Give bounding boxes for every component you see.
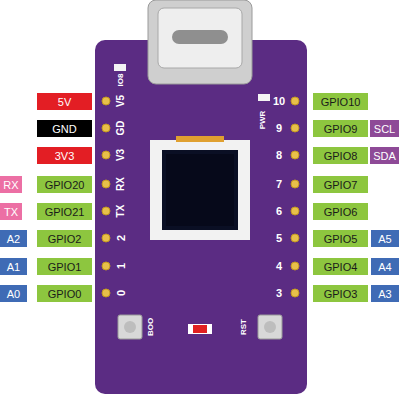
led-body: [188, 324, 212, 334]
pin-label: GPIO4: [324, 261, 358, 273]
silkscreen-label: 10: [273, 96, 285, 107]
pin-box: 5V: [37, 93, 92, 110]
silkscreen-label: PWR: [259, 111, 267, 130]
pin-box: SCL: [370, 120, 399, 137]
pin-box: GPIO6: [313, 203, 368, 220]
pin-label: A1: [7, 261, 20, 273]
pin-box: 3V3: [37, 147, 92, 164]
silkscreen-label: 0: [116, 290, 127, 296]
usb-c-connector: [148, 0, 252, 84]
pin-label: A5: [378, 233, 391, 245]
pin-box: GPIO20: [37, 176, 92, 193]
pin-label: GND: [52, 123, 76, 135]
silkscreen-label: IO8: [117, 74, 125, 87]
oled-flex: [176, 136, 224, 142]
pin-label: GPIO10: [321, 96, 361, 108]
silkscreen-label: TX: [116, 205, 126, 218]
silkscreen-label: RX: [116, 177, 126, 191]
pin-label: 3V3: [55, 150, 75, 162]
silkscreen-label: V5: [116, 95, 126, 107]
pin-box: A4: [371, 258, 399, 275]
pin-label: GPIO5: [324, 233, 358, 245]
pin-label: GPIO0: [48, 288, 82, 300]
pin-box: TX: [0, 203, 22, 220]
pin-label: A0: [7, 288, 20, 300]
silkscreen-label: 8: [276, 150, 282, 161]
silkscreen-label: 4: [276, 261, 282, 272]
oled-screen: [162, 150, 238, 230]
pin-label: 5V: [58, 96, 71, 108]
pin-box: A5: [371, 230, 399, 247]
pin-box: A1: [0, 258, 27, 275]
silkscreen-label: 3: [276, 288, 282, 299]
silkscreen-label: 6: [276, 206, 282, 217]
pin-box: GPIO1: [37, 258, 92, 275]
pin-box: A2: [0, 230, 27, 247]
pin-label: GPIO6: [324, 206, 358, 218]
silkscreen-label: V3: [116, 149, 126, 161]
silkscreen-label: 1: [116, 263, 127, 269]
button-cap: [124, 321, 136, 333]
pin-label: RX: [3, 179, 18, 191]
silkscreen-label: 2: [116, 235, 127, 241]
pin-box: GPIO9: [313, 120, 368, 137]
pin-label: SCL: [374, 123, 395, 135]
pin-box: GPIO10: [313, 93, 368, 110]
pin-label: GPIO2: [48, 233, 82, 245]
silkscreen-label: 9: [276, 123, 282, 134]
usb-c-shell: [158, 8, 242, 68]
pin-box: GPIO21: [37, 203, 92, 220]
pin-box: GPIO7: [313, 176, 368, 193]
usb-c-port: [172, 30, 228, 44]
pin-box: GPIO4: [313, 258, 368, 275]
reset-button: [258, 315, 282, 339]
pin-label: GPIO7: [324, 179, 358, 191]
silkscreen-label: BOO: [147, 318, 155, 336]
board-pcb: [95, 40, 307, 394]
pin-label: GPIO20: [45, 179, 85, 191]
pin-box: GPIO8: [313, 147, 368, 164]
boot-button: [118, 315, 142, 339]
silkscreen-label: RST: [240, 319, 248, 335]
oled-frame: [150, 140, 250, 240]
red-led: [193, 325, 207, 333]
pin-label: GPIO1: [48, 261, 82, 273]
pin-box: GPIO3: [313, 285, 368, 302]
silkscreen-label: GD: [116, 121, 126, 136]
pin-label: GPIO8: [324, 150, 358, 162]
pin-box: SDA: [370, 147, 399, 164]
button-cap: [264, 321, 276, 333]
silkscreen-label: 5: [276, 233, 282, 244]
pin-label: TX: [4, 206, 18, 218]
pin-label: A3: [378, 288, 391, 300]
pin-label: GPIO21: [45, 206, 85, 218]
pin-box: A0: [0, 285, 27, 302]
pin-label: A2: [7, 233, 20, 245]
pin-label: SDA: [373, 150, 396, 162]
pin-box: GND: [37, 120, 92, 137]
pin-box: GPIO5: [313, 230, 368, 247]
oled-glass: [166, 154, 234, 226]
pin-label: A4: [378, 261, 391, 273]
pin-label: GPIO3: [324, 288, 358, 300]
led: [114, 64, 126, 71]
pin-box: GPIO0: [37, 285, 92, 302]
silkscreen-label: 7: [276, 179, 282, 190]
pin-label: GPIO9: [324, 123, 358, 135]
pin-box: RX: [0, 176, 22, 193]
led: [258, 94, 270, 101]
pin-holes: [102, 97, 299, 297]
pin-box: GPIO2: [37, 230, 92, 247]
pin-box: A3: [371, 285, 399, 302]
